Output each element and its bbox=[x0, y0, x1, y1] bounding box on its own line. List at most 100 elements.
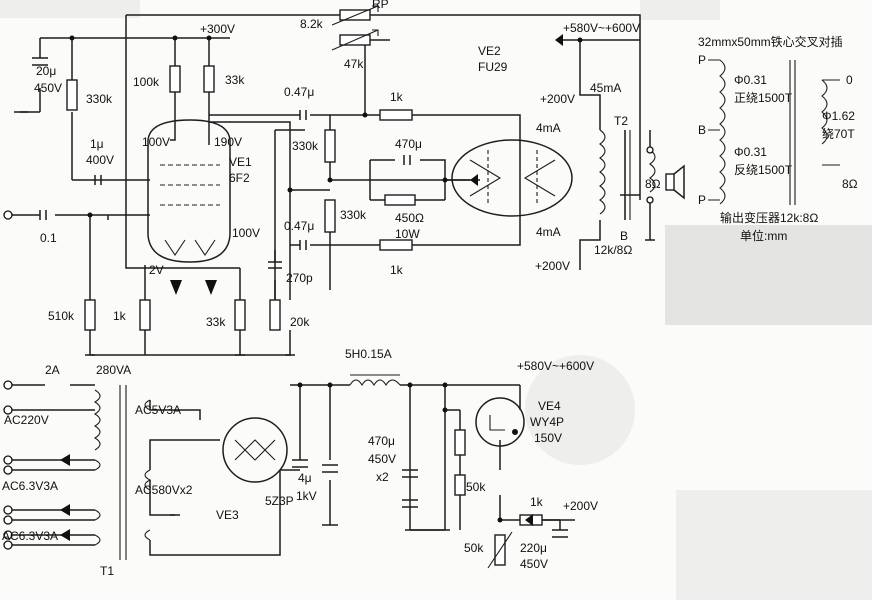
note-w2: Φ0.31 bbox=[734, 145, 767, 159]
label-ve3-type: 5Z3P bbox=[265, 494, 294, 508]
label-ve4-v: 150V bbox=[534, 431, 562, 445]
label-ve4-type: WY4P bbox=[530, 415, 564, 429]
junctions bbox=[69, 35, 583, 523]
rail-200v-a: +200V bbox=[540, 92, 575, 106]
rail-200v-b: +200V bbox=[535, 259, 570, 273]
label-ac220: AC220V bbox=[4, 413, 49, 427]
label-spk: 8Ω bbox=[645, 177, 661, 191]
label-r-450w: 10W bbox=[395, 227, 420, 241]
label-c470-x: x2 bbox=[376, 470, 389, 484]
label-ve3-ref: VE3 bbox=[216, 508, 239, 522]
label-ve1-type: 6F2 bbox=[229, 171, 250, 185]
label-c-in: 0.1 bbox=[40, 231, 57, 245]
label-c4-val: 4μ bbox=[298, 471, 312, 485]
label-b: B bbox=[620, 229, 628, 243]
rail-300v: +300V bbox=[200, 22, 235, 36]
arrows bbox=[60, 34, 563, 541]
label-c-047-top: 0.47μ bbox=[284, 85, 314, 99]
terminals bbox=[3, 146, 654, 550]
wires bbox=[12, 14, 651, 560]
label-t2: T2 bbox=[614, 114, 628, 128]
xfmr-winding-diagram bbox=[708, 59, 840, 205]
label-r-50k: 50k bbox=[466, 480, 486, 494]
label-c-coup-val: 1μ bbox=[90, 137, 104, 151]
label-r-1k-ps: 1k bbox=[530, 495, 544, 509]
label-r-47k: 47k bbox=[344, 57, 364, 71]
label-v-190: 190V bbox=[214, 135, 242, 149]
label-c-270p: 270p bbox=[286, 271, 313, 285]
label-r-20k: 20k bbox=[290, 315, 310, 329]
label-c220-volt: 450V bbox=[520, 557, 548, 571]
label-r-8k2: 8.2k bbox=[300, 17, 324, 31]
note-title: 32mmx50mm铁心交叉对插 bbox=[698, 34, 843, 49]
note-zero: 0 bbox=[846, 73, 853, 87]
labels: +300V +580V~+600V +200V +200V +580V~+600… bbox=[2, 0, 858, 578]
label-r-plate1: 100k bbox=[133, 75, 160, 89]
label-fuse: 2A bbox=[45, 363, 60, 377]
label-v-100-2: 100V bbox=[232, 226, 260, 240]
rail-580v-top: +580V~+600V bbox=[563, 21, 640, 35]
note-b: B bbox=[698, 123, 706, 137]
label-r-330k-b: 330k bbox=[340, 208, 367, 222]
label-ac580: AC580Vx2 bbox=[135, 483, 193, 497]
note-w3b: 绕70T bbox=[822, 127, 855, 141]
label-i-4b: 4mA bbox=[536, 225, 561, 239]
label-ac63b: AC6.3V3A bbox=[2, 529, 58, 543]
label-c-dec-val: 20μ bbox=[36, 64, 56, 78]
note-unit: 单位:mm bbox=[740, 228, 787, 243]
label-c-dec-volt: 450V bbox=[34, 81, 62, 95]
note-w1: Φ0.31 bbox=[734, 73, 767, 87]
tube-ve3 bbox=[222, 417, 288, 483]
label-r-dec: 330k bbox=[86, 92, 113, 106]
capacitors bbox=[32, 57, 568, 538]
note-p2: P bbox=[698, 193, 706, 207]
label-c470-val: 470μ bbox=[368, 434, 395, 448]
label-r-50k-pot: 50k bbox=[464, 541, 484, 555]
label-r-1k-top: 1k bbox=[390, 90, 404, 104]
label-ac63a: AC6.3V3A bbox=[2, 479, 58, 493]
label-t2-ratio: 12k/8Ω bbox=[594, 243, 632, 257]
label-c470-volt: 450V bbox=[368, 452, 396, 466]
label-ve1-ref: VE1 bbox=[229, 155, 252, 169]
label-r-1k-bot: 1k bbox=[390, 263, 404, 277]
rail-580v-ps: +580V~+600V bbox=[517, 359, 594, 373]
label-ve2-ref: VE2 bbox=[478, 44, 501, 58]
rail-200v-ps: +200V bbox=[563, 499, 598, 513]
transformer-t1 bbox=[93, 385, 152, 560]
note-w2b: 反绕1500T bbox=[734, 163, 793, 177]
label-r-cath: 1k bbox=[113, 309, 127, 323]
label-i-45: 45mA bbox=[590, 81, 621, 95]
label-r-450: 450Ω bbox=[395, 211, 424, 225]
note-ohm: 8Ω bbox=[842, 177, 858, 191]
label-v-100-1: 100V bbox=[142, 135, 170, 149]
label-choke: 5H0.15A bbox=[345, 347, 392, 361]
label-r-plate2: 33k bbox=[225, 73, 245, 87]
tube-ve1 bbox=[147, 119, 231, 263]
tube-ve4 bbox=[475, 397, 525, 447]
label-c-coup-volt: 400V bbox=[86, 153, 114, 167]
note-p1: P bbox=[698, 53, 706, 67]
label-ve2-type: FU29 bbox=[478, 60, 508, 74]
label-r-330k-a: 330k bbox=[292, 139, 319, 153]
label-r-grid: 510k bbox=[48, 309, 75, 323]
label-v-2: 2V bbox=[149, 263, 164, 277]
choke bbox=[349, 374, 401, 387]
transformer-t2 bbox=[599, 129, 685, 220]
grounds bbox=[14, 111, 655, 531]
label-t1: T1 bbox=[100, 564, 114, 578]
label-ve4-ref: VE4 bbox=[538, 399, 561, 413]
label-c4-volt: 1kV bbox=[296, 489, 317, 503]
label-c-470: 470μ bbox=[395, 137, 422, 151]
label-c-047-bot: 0.47μ bbox=[284, 219, 314, 233]
label-r-33k-bot: 33k bbox=[206, 315, 226, 329]
tube-ve2 bbox=[451, 139, 573, 217]
label-va: 280VA bbox=[96, 363, 131, 377]
label-i-4a: 4mA bbox=[536, 121, 561, 135]
label-rp: RP bbox=[372, 0, 389, 11]
note-caption: 输出变压器12k:8Ω bbox=[720, 210, 818, 225]
label-ac5v: AC5V3A bbox=[135, 403, 181, 417]
label-c220-val: 220μ bbox=[520, 541, 547, 555]
